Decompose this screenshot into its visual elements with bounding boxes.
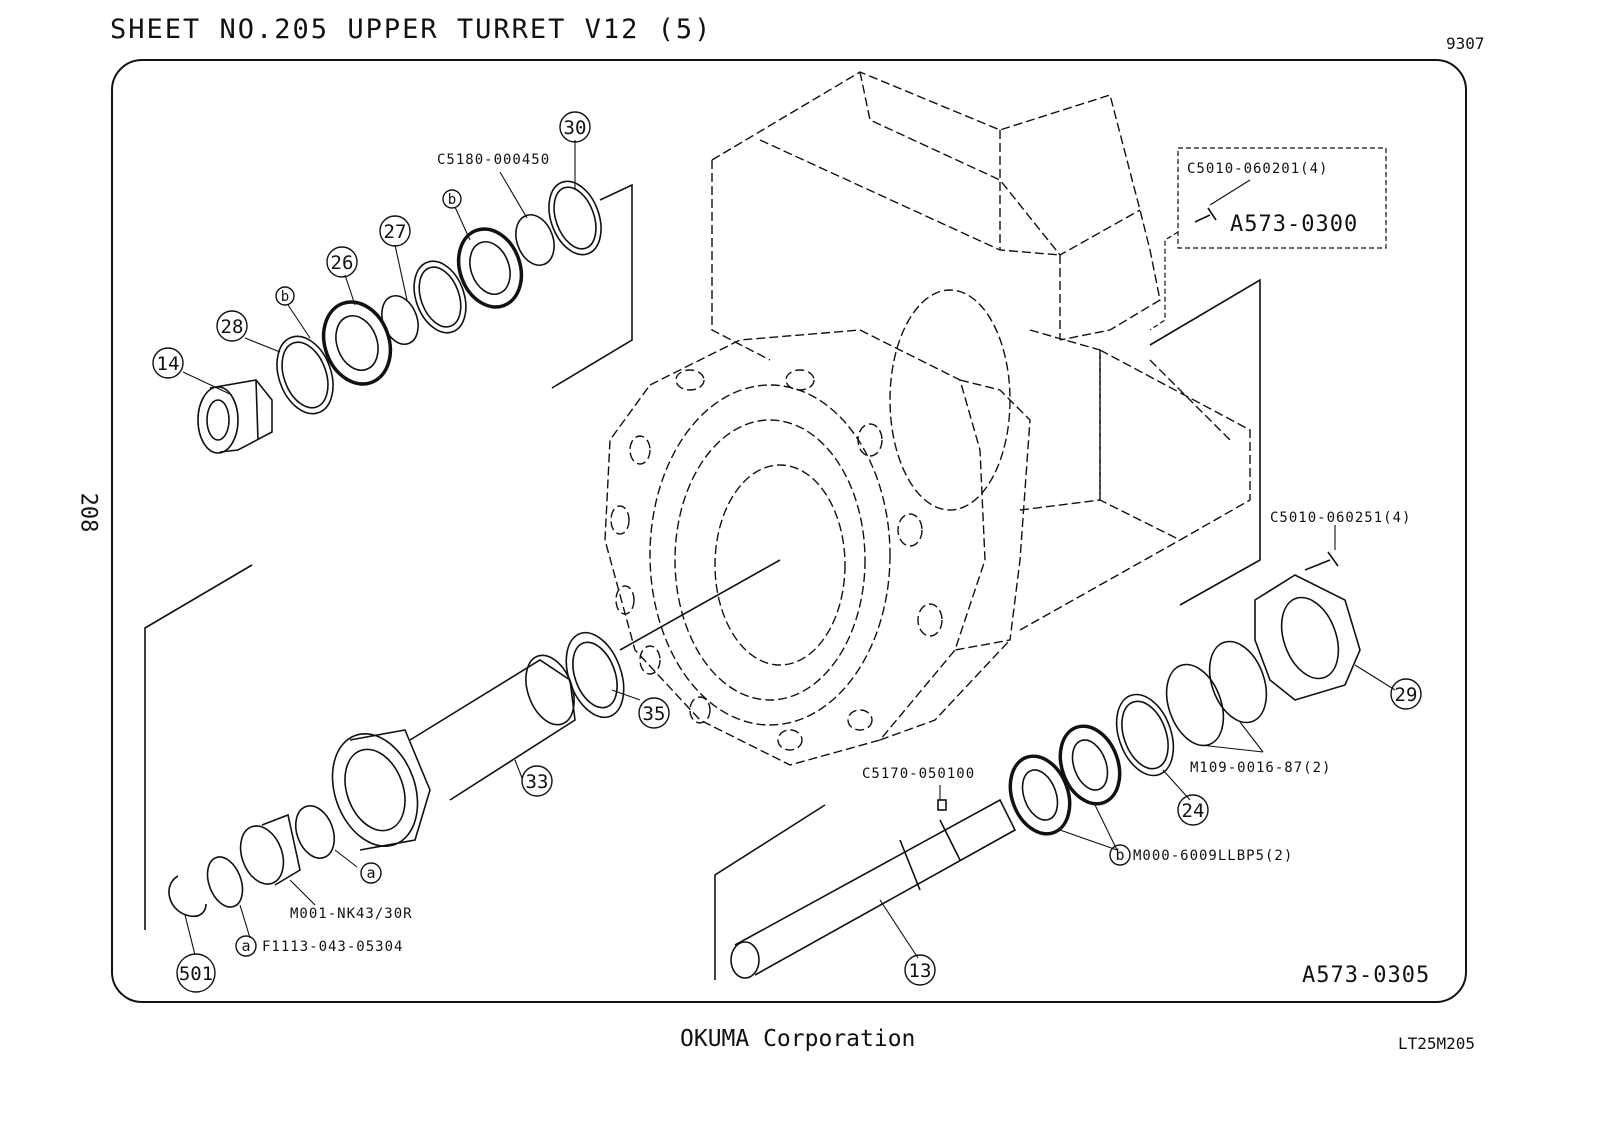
callout-33: 33 [526,771,549,793]
callout-circle-24 [1177,794,1209,826]
bolt-right [1304,551,1339,571]
label-bearing-b: M000-6009LLBP5(2) [1133,848,1293,864]
shaft-axis-line [619,559,781,651]
shim-1 [1165,663,1225,747]
callout-circle-b3 [1109,844,1131,866]
callout-b3: b [1115,846,1124,864]
callout-circle-30 [559,111,591,143]
turret-housing [604,71,1251,766]
callout-b2: b [281,289,289,305]
callout-circle-501 [176,953,216,993]
callout-circle-33 [521,765,553,797]
bearing-b-right-2 [1058,724,1122,806]
callout-circle-27 [379,215,411,247]
ring-a-lower [206,856,244,908]
sleeve-part-33 [331,654,576,851]
callout-b1: b [448,192,456,208]
label-key: C5170-050100 [862,766,975,782]
callout-circle-35 [638,697,670,729]
callout-13: 13 [909,960,932,982]
sheet-reference: LT25M205 [1398,1034,1476,1053]
flange-part-29 [1254,574,1361,701]
callout-30: 30 [564,117,587,139]
callout-circle-29 [1390,678,1422,710]
ring-part-30 [548,180,602,256]
screw-box-leader [1149,231,1179,331]
callout-24: 24 [1182,800,1205,822]
label-bolt-right: C5010-060251(4) [1270,510,1411,526]
ring-part-24 [1115,693,1175,777]
ring-part-28 [276,335,334,415]
drawing-number: A573-0305 [1302,963,1430,988]
callout-circle-b2 [275,286,295,306]
company-name: OKUMA Corporation [680,1026,916,1052]
callout-circle-14 [152,347,184,379]
label-ring-a: F1113-043-05304 [262,939,403,955]
shim-2 [1208,640,1268,724]
callout-501: 501 [179,963,213,985]
callout-29: 29 [1395,684,1418,706]
callout-a2: a [241,937,250,955]
shaft-part-13 [730,798,1017,979]
label-screw-box-assembly: A573-0300 [1230,212,1358,237]
sheet-title: SHEET NO.205 UPPER TURRET V12 (5) [110,14,713,45]
shaft-plane-outline [714,804,826,980]
ring-part-27 [413,260,467,334]
leader-lines [182,140,1396,959]
drawing-frame [111,59,1467,1003]
key-part [937,799,947,811]
screw-box-frame [1177,147,1387,249]
ring-part-26 [381,294,419,346]
bevel-gear-part-14 [197,379,273,454]
callout-28: 28 [221,316,244,338]
callout-circle-26 [326,246,358,278]
label-snap-ring-part: C5180-000450 [437,152,550,168]
bearing-b-left [321,300,393,386]
label-needle-bearing: M001-NK43/30R [290,906,413,922]
callout-27: 27 [384,221,407,243]
label-screw-box-part: C5010-060201(4) [1187,161,1328,177]
callout-circle-13 [904,954,936,986]
callout-35: 35 [643,703,666,725]
callout-circle-28 [216,310,248,342]
callout-14: 14 [157,353,180,375]
bearing-b-right-1 [1008,754,1072,836]
label-shim: M109-0016-87(2) [1190,760,1331,776]
ring-a [294,805,336,859]
callout-circle-a2 [235,935,257,957]
callout-circle-b1 [442,189,462,209]
snap-ring [515,214,555,266]
upper-plane-outline [551,183,633,389]
callout-circles [152,111,1422,993]
lower-plane-outline [144,564,253,930]
page-code: 9307 [1446,34,1485,53]
callout-26: 26 [331,252,354,274]
bearing-b-upper [456,227,524,309]
callout-a1: a [366,864,375,882]
needle-bearing [239,813,301,886]
right-plane-outline [1149,278,1261,606]
callout-circle-a1 [360,862,382,884]
bolt-screw-box [1194,207,1217,223]
snap-ring-part-501 [168,875,207,918]
